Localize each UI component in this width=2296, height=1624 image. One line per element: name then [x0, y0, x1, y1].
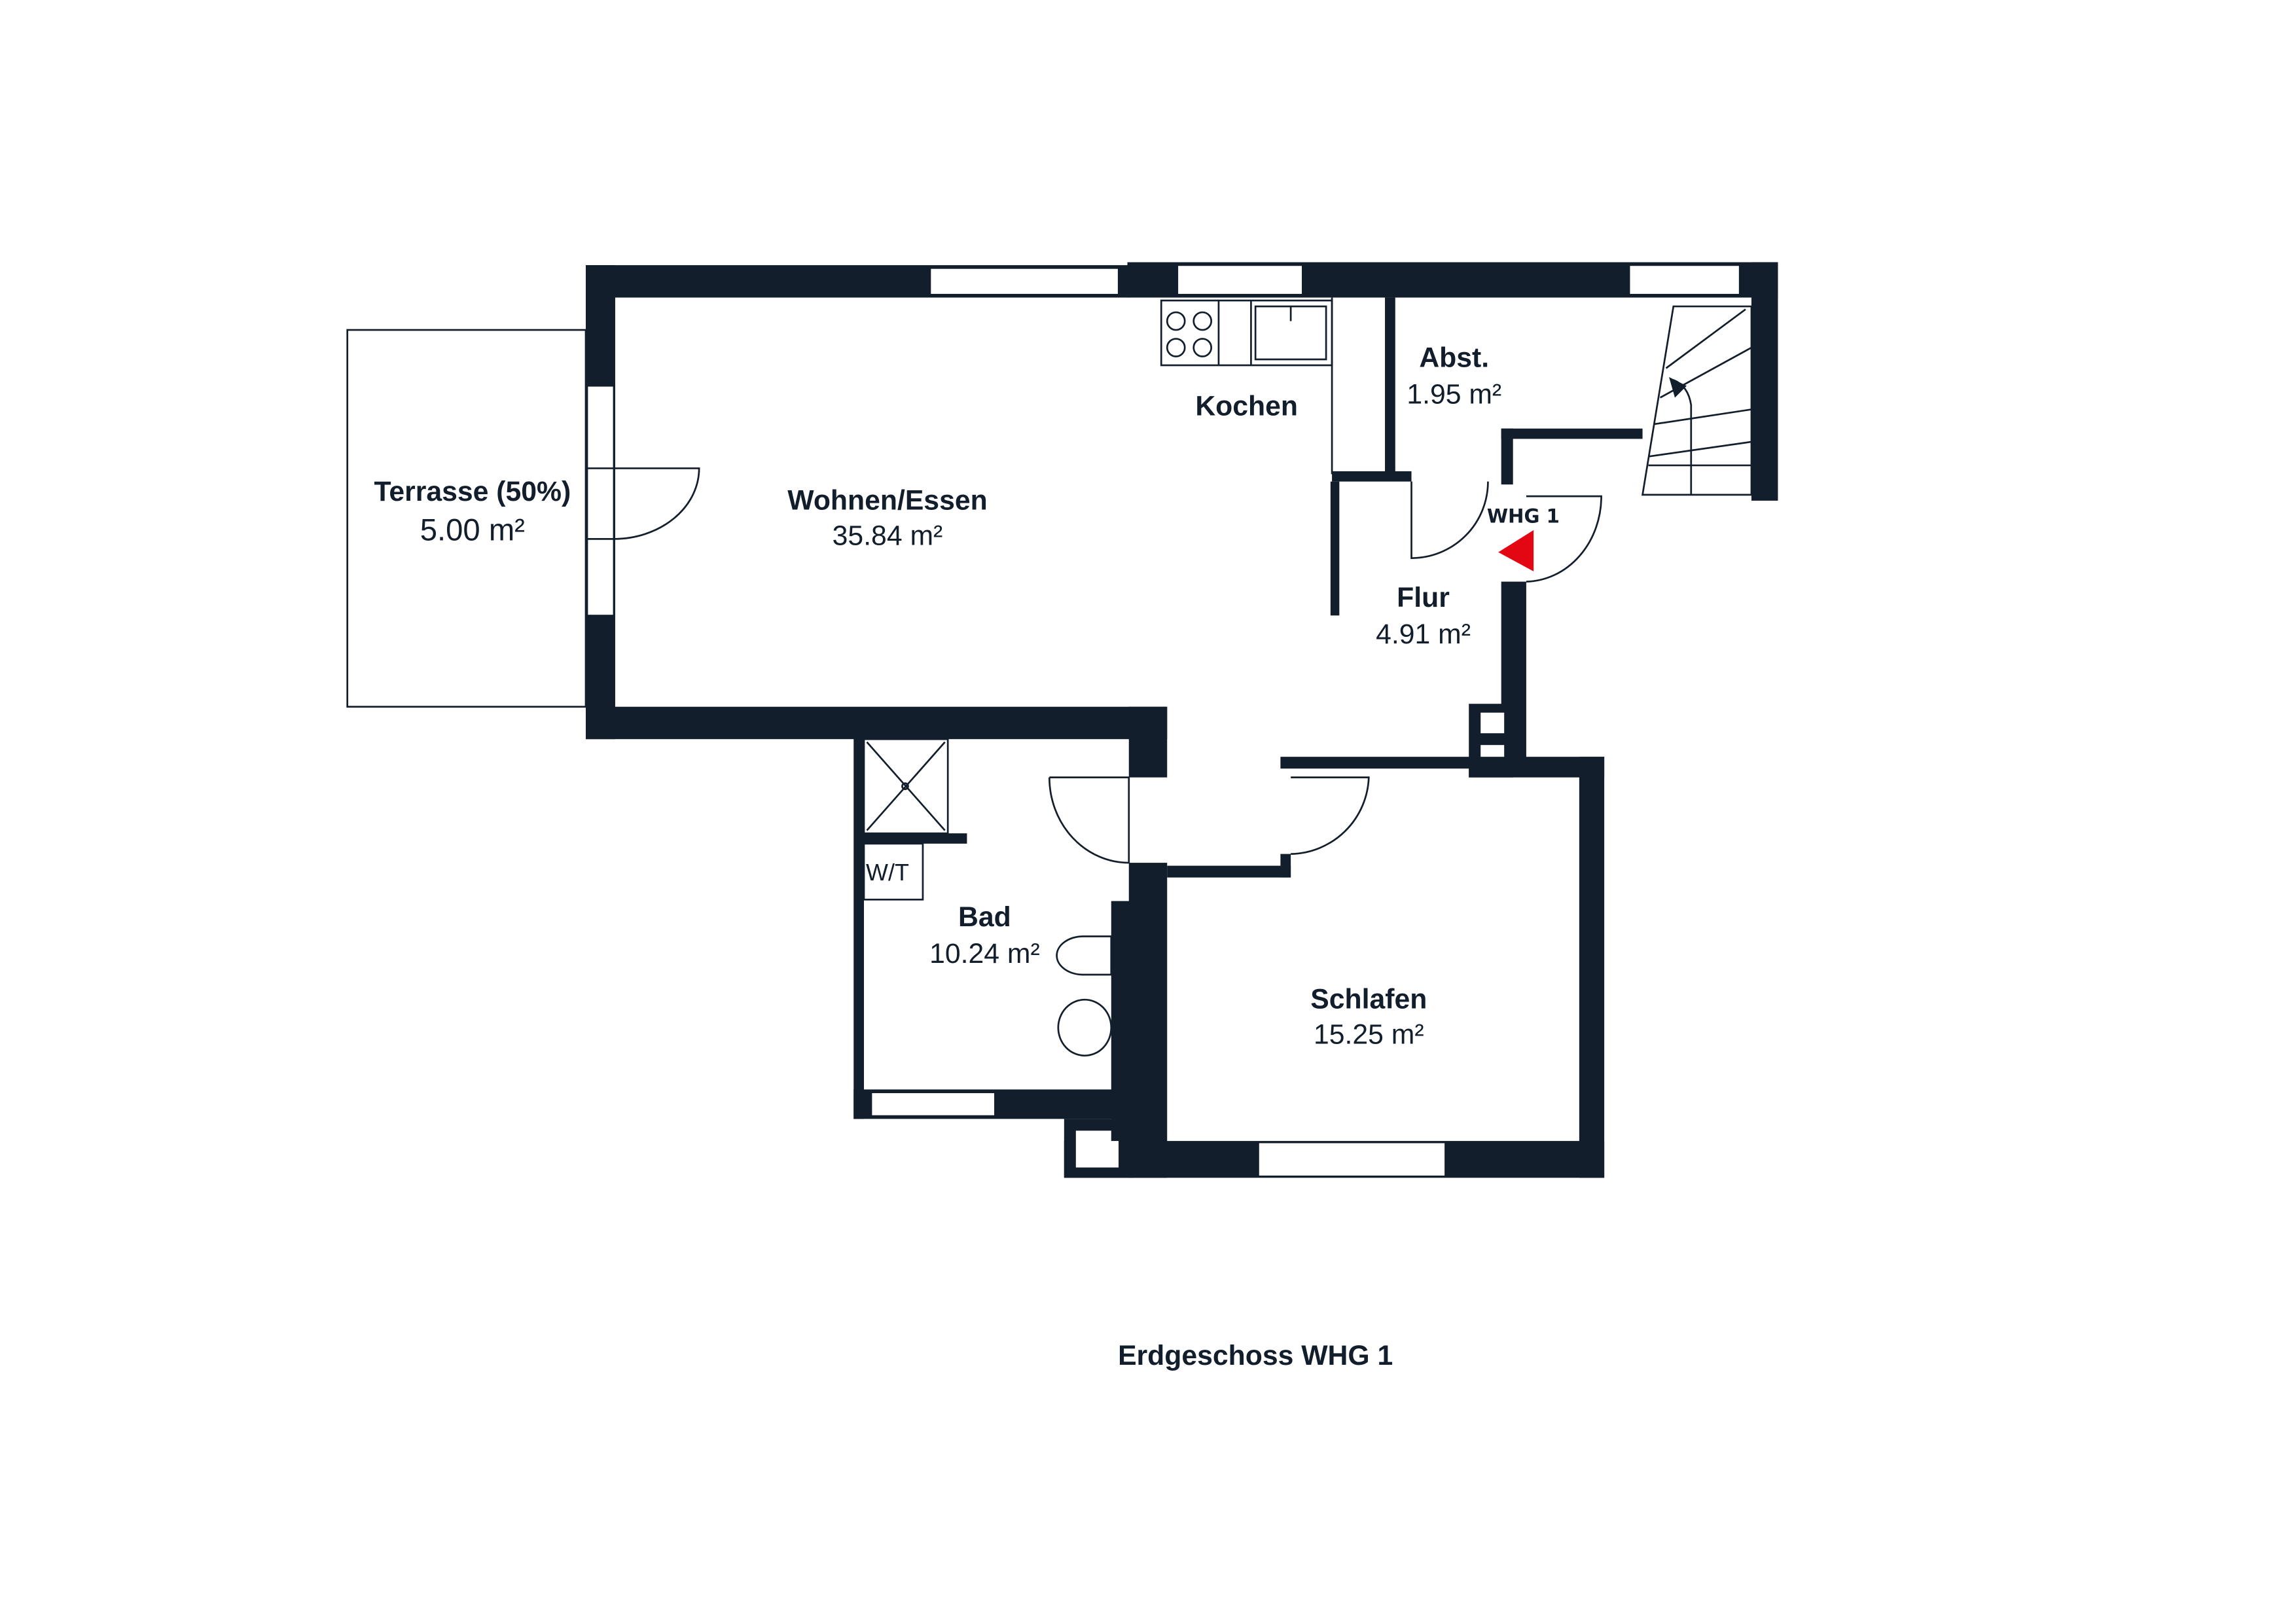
window	[1257, 1142, 1446, 1178]
room-name-wohnen: Wohnen/Essen	[787, 484, 987, 516]
walls	[585, 262, 1778, 1178]
wt-box	[863, 842, 924, 901]
terrace-door-frame	[586, 385, 615, 617]
fixture-label: W/T	[866, 859, 909, 886]
entrance-label: WHG 1	[1487, 505, 1560, 528]
stair-arrow-icon	[1669, 377, 1687, 398]
room-area-terrasse: 5.00 m²	[420, 513, 525, 548]
toilet-icon	[1056, 935, 1113, 976]
room-area-flur: 4.91 m²	[1376, 619, 1471, 650]
bathroom-fixtures: W/T	[863, 738, 1113, 1057]
room-name-bad: Bad	[958, 901, 1011, 933]
room-area-abst: 1.95 m²	[1407, 378, 1501, 410]
kitchen-counter	[1160, 299, 1333, 367]
room-name-flur: Flur	[1397, 582, 1450, 613]
room-name-terrasse: Terrasse (50%)	[374, 476, 571, 507]
room-area-wohnen: 35.84 m²	[833, 520, 943, 551]
window	[1176, 264, 1304, 296]
entrance-marker-icon	[1498, 530, 1534, 571]
room-name-schlafen: Schlafen	[1310, 984, 1427, 1015]
room-name-abst: Abst.	[1419, 342, 1489, 373]
washbasin-icon	[1057, 998, 1113, 1057]
window	[929, 267, 1120, 296]
plan-title: Erdgeschoss WHG 1	[1118, 1340, 1393, 1371]
window	[1628, 264, 1741, 296]
stove-icon	[1166, 311, 1213, 357]
room-area-schlafen: 15.25 m²	[1314, 1019, 1424, 1051]
room-name-kochen: Kochen	[1195, 390, 1298, 422]
room-area-bad: 10.24 m²	[929, 938, 1040, 969]
stairs	[1641, 305, 1753, 496]
window	[870, 1091, 996, 1117]
doors	[613, 467, 1602, 864]
